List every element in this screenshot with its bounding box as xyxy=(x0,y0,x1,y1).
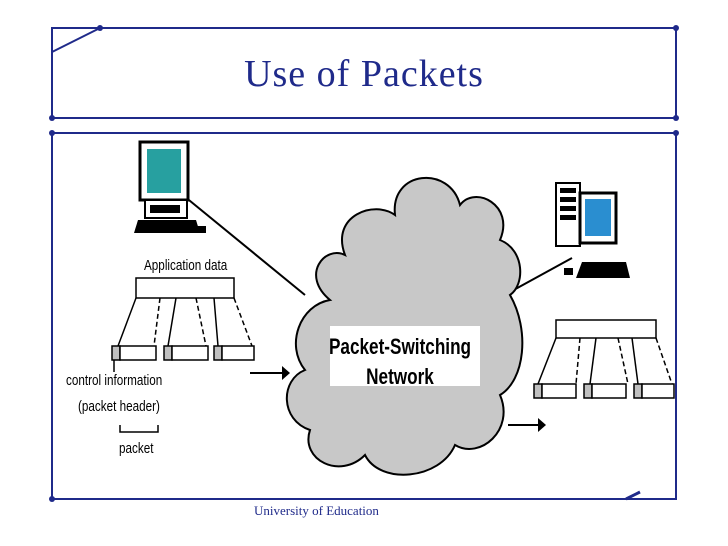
packet-tree-left xyxy=(111,277,255,433)
network-label-line2: Network xyxy=(366,364,434,389)
content-frame xyxy=(51,132,677,500)
packet-tree-right xyxy=(533,319,675,399)
computer-left-icon xyxy=(134,140,206,233)
frame-dot xyxy=(49,115,55,121)
control-information-label: control information xyxy=(66,372,163,389)
frame-dot xyxy=(97,25,103,31)
application-data-label: Application data xyxy=(144,257,228,274)
frame-dot xyxy=(673,25,679,31)
link-right xyxy=(509,257,573,293)
arrow-network-to-right xyxy=(508,418,546,432)
packet-header-label: (packet header) xyxy=(78,398,160,415)
frame-dot xyxy=(673,130,679,136)
arrow-left-to-network xyxy=(250,366,290,380)
frame-dot xyxy=(49,130,55,136)
frame-dot xyxy=(673,115,679,121)
link-left xyxy=(183,195,306,296)
title-frame xyxy=(51,27,677,119)
frame-corner-mark xyxy=(625,490,641,501)
slide-title: Use of Packets xyxy=(244,53,484,95)
network-cloud xyxy=(285,176,524,476)
network-label-line1: Packet-Switching xyxy=(328,334,472,359)
title-frame-corner xyxy=(51,27,101,53)
footer-text: University of Education xyxy=(254,503,379,518)
frame-dot xyxy=(49,496,55,502)
packet-label: packet xyxy=(119,440,154,457)
network-label: Packet-Switching Network xyxy=(322,332,478,392)
computer-right-icon xyxy=(555,182,630,278)
